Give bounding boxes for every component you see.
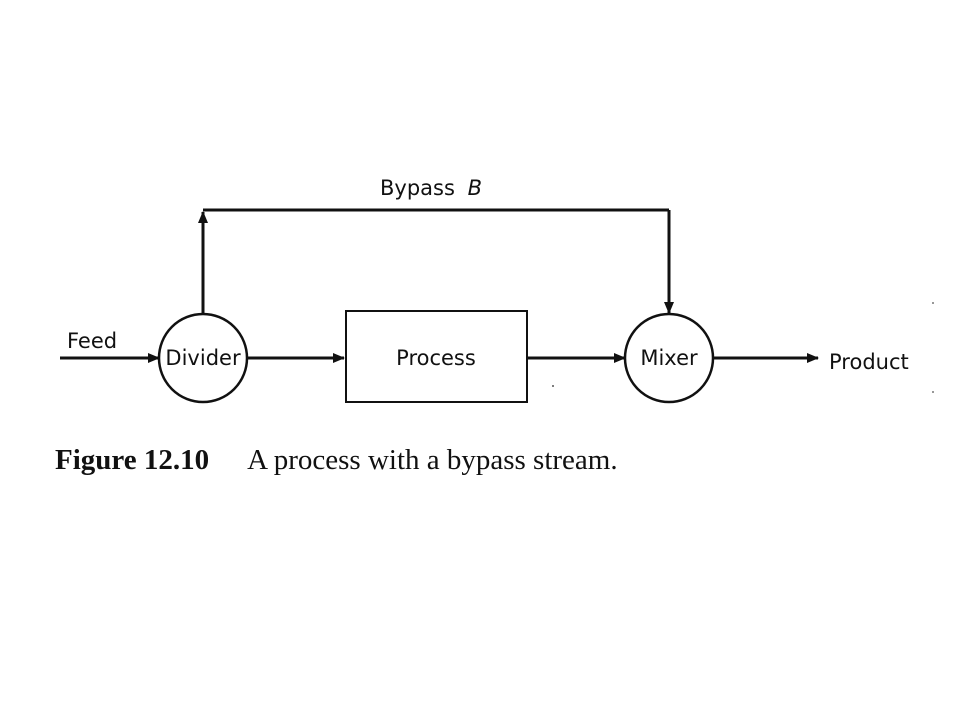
scan-speck <box>932 391 934 393</box>
divider-label: Divider <box>165 346 241 370</box>
bypass-variable: B <box>468 176 482 200</box>
scan-speck <box>932 302 934 304</box>
figure-number: Figure 12.10 <box>55 444 210 476</box>
process-label: Process <box>396 346 476 370</box>
mixer-label: Mixer <box>640 346 698 370</box>
figure-caption: Figure 12.10 A process with a bypass stre… <box>55 444 618 477</box>
bypass-text: Bypass <box>380 176 455 200</box>
figure-caption-text: A process with a bypass stream. <box>247 444 618 476</box>
bypass-label: Bypass B <box>380 176 482 200</box>
scan-speck <box>552 385 554 387</box>
product-label: Product <box>829 350 909 374</box>
feed-label: Feed <box>67 329 117 353</box>
process-box <box>345 310 528 403</box>
